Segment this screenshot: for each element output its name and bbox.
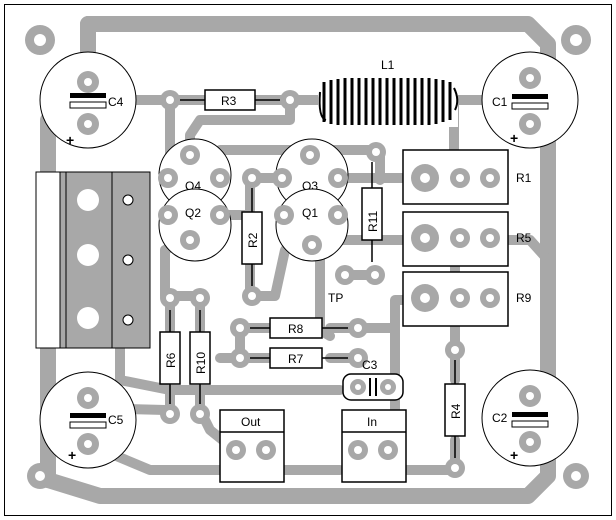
resistor-r4: R4 <box>444 340 466 478</box>
resistor-r8: R8 <box>230 317 368 339</box>
mounting-hole-bottom-left <box>27 463 53 489</box>
mounting-hole-bottom-right <box>563 463 589 489</box>
capacitor-c3: C3 <box>342 358 404 401</box>
resistor-r2: R2 <box>241 168 263 306</box>
resistor-r11: R11 <box>361 162 383 262</box>
r11-label: R11 <box>366 211 380 232</box>
resistor-r10: R10 <box>189 310 211 424</box>
transistor-q1: Q1 <box>274 188 349 262</box>
r3-label: R3 <box>221 94 237 108</box>
out-label: Out <box>241 415 261 429</box>
q2-label: Q2 <box>185 206 201 220</box>
pad-top-junction <box>366 142 386 162</box>
c5-polarity: + <box>68 447 76 463</box>
l1-label: L1 <box>381 58 395 72</box>
transistor-q2: Q2 <box>158 188 232 262</box>
r5-label: R5 <box>516 231 532 245</box>
inductor-l1: L1 <box>318 58 459 127</box>
r2-label: R2 <box>246 232 260 248</box>
c2-label: C2 <box>492 411 508 425</box>
in-label: In <box>367 415 377 429</box>
mounting-hole-top-left <box>25 25 55 55</box>
trimmer-r1: R1 <box>402 149 532 205</box>
pads-q2-bias <box>160 288 210 308</box>
tp-label: TP <box>328 291 343 305</box>
c2-polarity: + <box>510 447 518 463</box>
c4-polarity: + <box>66 132 74 148</box>
r8-label: R8 <box>288 322 304 336</box>
r1-label: R1 <box>516 171 532 185</box>
c4-label: C4 <box>108 95 124 109</box>
resistor-r6: R6 <box>159 310 181 424</box>
connector-in: In <box>341 409 407 483</box>
connector-out: Out <box>219 409 285 483</box>
capacitor-c1: C1 + <box>481 51 579 149</box>
trimmer-r9: R9 <box>402 271 532 327</box>
transistor-q4: Q4 <box>158 138 232 212</box>
c3-label: C3 <box>362 358 378 372</box>
capacitor-c2: C2 + <box>481 369 579 467</box>
c5-label: C5 <box>108 413 124 427</box>
mounting-hole-top-right <box>561 25 591 55</box>
transistor-q3: Q3 <box>272 138 349 212</box>
c1-label: C1 <box>492 95 508 109</box>
q1-label: Q1 <box>302 206 318 220</box>
r9-label: R9 <box>516 291 532 305</box>
heatsink-bracket <box>35 171 151 349</box>
resistor-r7: R7 <box>230 347 368 369</box>
r7-label: R7 <box>288 352 304 366</box>
r6-label: R6 <box>164 352 178 368</box>
r10-label: R10 <box>194 352 208 374</box>
mounting-holes <box>25 25 591 489</box>
capacitor-c4: C4 + <box>39 51 137 149</box>
c1-polarity: + <box>510 130 518 146</box>
r4-label: R4 <box>449 403 463 419</box>
capacitor-c5: C5 + <box>39 371 137 469</box>
resistor-r3: R3 <box>160 89 300 111</box>
test-point-tp: TP <box>328 265 385 305</box>
trimmer-r5: R5 <box>402 211 532 267</box>
